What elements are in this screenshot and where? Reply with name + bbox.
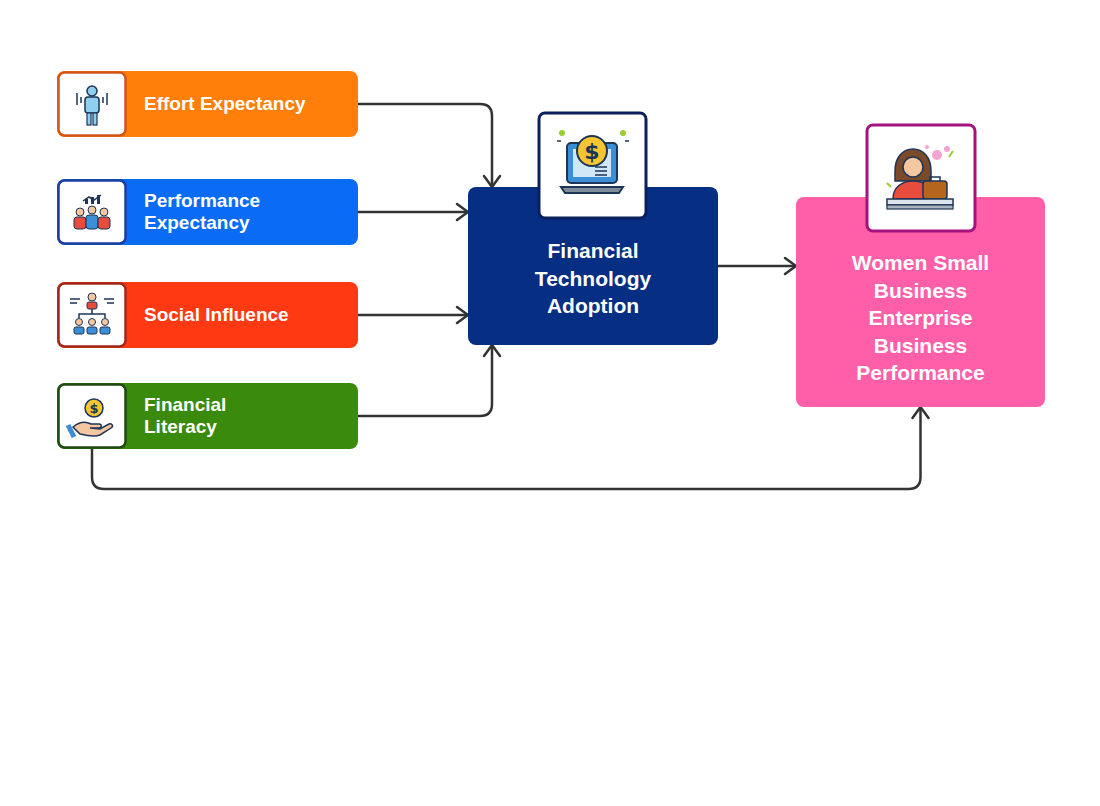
icon-tile: $	[537, 111, 648, 220]
arrow-head	[484, 176, 500, 187]
icon-tile: $	[57, 383, 127, 449]
text-wrap: Performance Expectancy	[57, 182, 320, 242]
arrow-head	[913, 407, 929, 418]
factor-box: Social Influence	[57, 282, 358, 348]
text-wrap: Financial Technology Adoption	[468, 187, 718, 338]
connector-line	[358, 314, 468, 317]
process-box: Women Small Business Enterprise Business…	[796, 197, 1045, 407]
connector-arrow	[358, 204, 468, 220]
text-wrap: Social Influence	[57, 296, 358, 334]
icon-tile	[57, 179, 127, 245]
svg-text:$: $	[89, 401, 98, 416]
arrow-head	[785, 258, 796, 274]
connector-arrow	[358, 307, 468, 323]
arrow-head	[457, 307, 468, 323]
node-label: Financial Technology Adoption	[508, 237, 678, 320]
icon-tile	[57, 71, 127, 137]
text-wrap: Financial Literacy	[57, 386, 270, 446]
svg-text:$: $	[584, 139, 599, 164]
icon-tile	[865, 123, 977, 233]
node-label: Women Small Business Enterprise Business…	[828, 249, 1013, 387]
factor-box: Performance Expectancy	[57, 179, 358, 245]
connector-line	[358, 345, 492, 416]
text-wrap: Women Small Business Enterprise Business…	[796, 197, 1045, 405]
connector-arrow	[358, 104, 500, 187]
node-label: Effort Expectancy	[144, 93, 350, 115]
node-label: Financial Literacy	[144, 394, 262, 438]
connector-arrow	[358, 345, 500, 416]
node-label: Performance Expectancy	[144, 190, 312, 234]
arrow-head	[457, 204, 468, 220]
connector-arrow	[718, 258, 796, 274]
arrow-head	[484, 345, 500, 356]
icon-tile	[57, 282, 127, 348]
connector-line	[718, 265, 796, 268]
text-wrap: Effort Expectancy	[57, 85, 358, 123]
connector-line	[358, 211, 468, 214]
factor-box: Effort Expectancy	[57, 71, 358, 137]
node-label: Social Influence	[144, 304, 350, 326]
process-box: $Financial Technology Adoption	[468, 187, 718, 345]
factor-box: $ Financial Literacy	[57, 383, 358, 449]
connector-line	[358, 104, 492, 187]
